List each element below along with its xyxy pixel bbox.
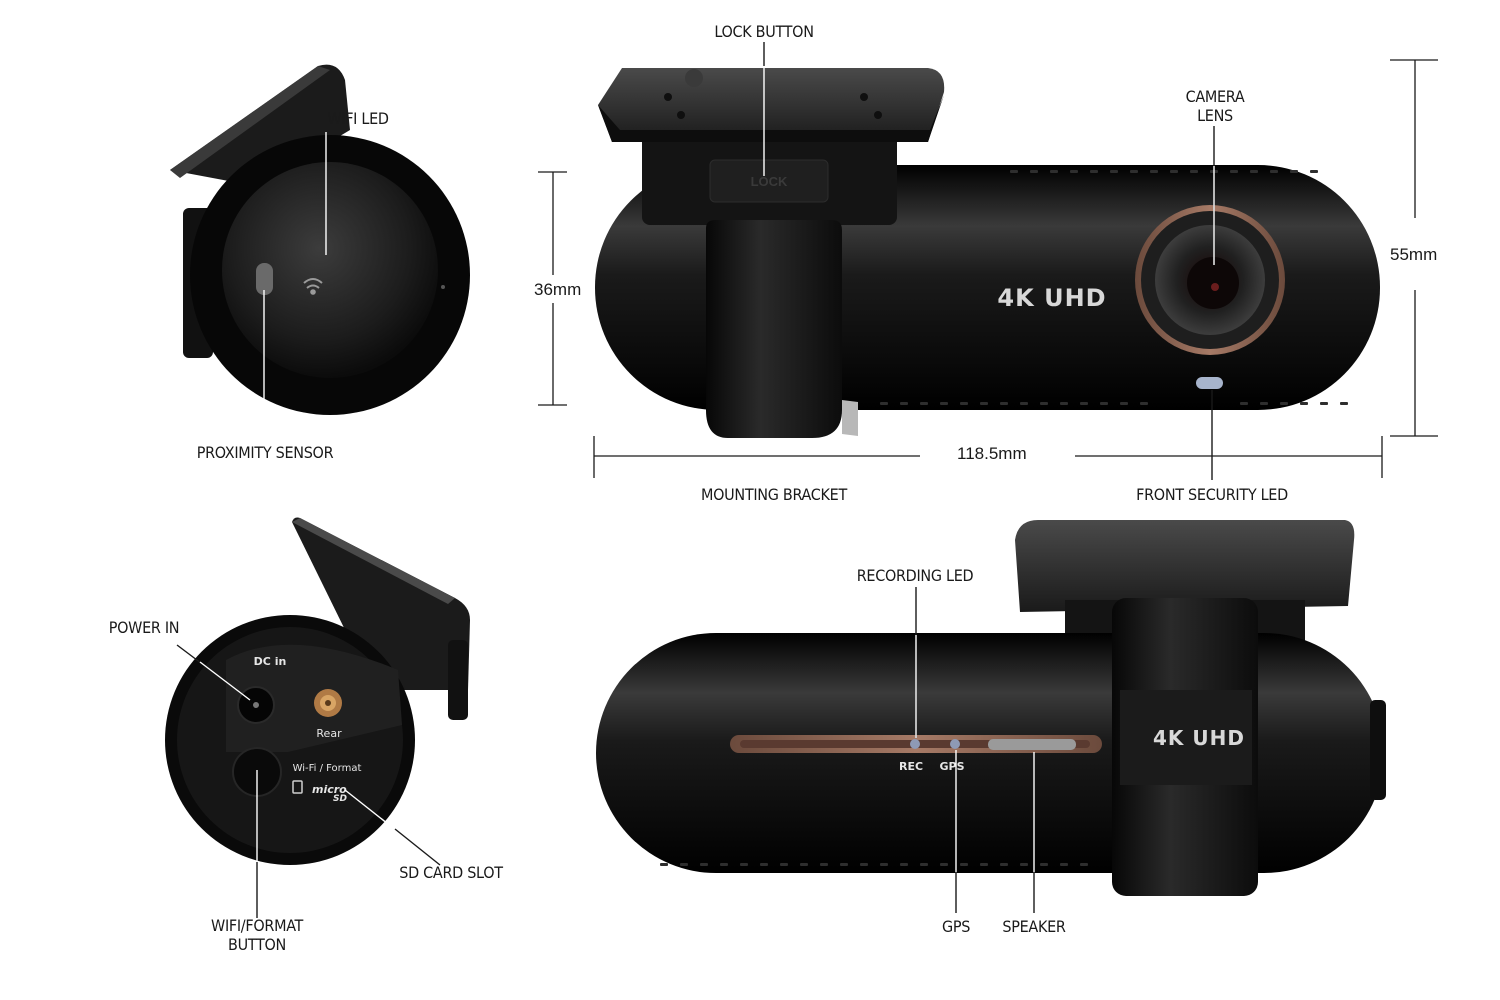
leader-power-in-light [199, 661, 251, 701]
gps-led [950, 739, 960, 749]
front-security-led [1196, 377, 1223, 389]
label-camera-lens-2: LENS [1197, 106, 1233, 125]
rear-mount-edge [292, 518, 455, 604]
rear-inner-panel [226, 644, 402, 752]
cylinder-side-view: 4K UHD REC GPS [596, 520, 1386, 913]
label-camera-lens-1: CAMERA [1185, 87, 1245, 106]
port-label-rear: Rear [316, 727, 342, 740]
vent-slots-top [1010, 170, 1318, 173]
dimension-36mm: 36mm [534, 280, 582, 299]
screw-dot [441, 285, 445, 289]
label-power-in: POWER IN [108, 618, 180, 637]
strap-metal-edge [842, 400, 858, 436]
label-proximity-sensor: PROXIMITY SENSOR [196, 443, 334, 462]
port-label-micro: micro [312, 783, 347, 796]
speaker-grille [988, 739, 1076, 750]
side-mount-plate [1015, 520, 1355, 612]
dimension-118mm: 118.5mm [957, 444, 1027, 463]
dim-36mm [538, 171, 567, 406]
round-view-bottom-left: DC in Rear Wi-Fi / Format micro SD [165, 517, 470, 918]
proximity-sensor-window [256, 263, 273, 295]
lock-button-text: LOCK [751, 174, 788, 189]
label-wifi-format-1: WIFI/FORMAT [211, 916, 303, 935]
leader-sd-slot-dark [394, 828, 441, 866]
side-vent-slots [660, 863, 1088, 866]
lens-highlight [1211, 283, 1219, 291]
label-mounting-bracket: MOUNTING BRACKET [701, 485, 847, 504]
dim-55mm [1390, 59, 1438, 437]
label-wifi-format-2: BUTTON [227, 935, 287, 954]
label-lock-button: LOCK BUTTON [714, 22, 814, 41]
badge-4k-uhd-top: 4K UHD [997, 284, 1106, 312]
rear-side-flap [448, 640, 468, 720]
rear-camera-port-pin [325, 700, 331, 706]
label-recording-led: RECORDING LED [856, 566, 974, 585]
badge-4k-uhd-side: 4K UHD [1153, 726, 1245, 750]
label-sd-card-slot: SD CARD SLOT [399, 863, 503, 882]
led-label-rec: REC [899, 760, 923, 773]
lens-glass [1187, 257, 1239, 309]
port-label-dc-in: DC in [254, 655, 287, 668]
sd-card-icon [292, 780, 303, 794]
mounting-bracket-strap [706, 220, 842, 438]
cylinder-front-view: LOCK 4K UHD [538, 42, 1438, 480]
dimension-55mm: 55mm [1390, 245, 1438, 264]
mount-plate [598, 68, 945, 142]
vent-slots-bottom [880, 402, 1348, 405]
led-label-gps: GPS [939, 760, 964, 773]
dim-118mm [593, 436, 1383, 478]
power-in-pin [253, 702, 259, 708]
label-gps: GPS [941, 917, 971, 936]
port-label-sd: SD [333, 794, 347, 804]
side-strap-band [1120, 690, 1252, 785]
rear-mount-wedge [292, 517, 470, 690]
label-speaker: SPEAKER [1002, 917, 1066, 936]
recording-led [910, 739, 920, 749]
round-view-top-left [170, 64, 470, 438]
round-face [222, 162, 438, 378]
label-front-security-led: FRONT SECURITY LED [1136, 485, 1288, 504]
mount-wedge-edge [170, 66, 330, 178]
lock-button [709, 159, 829, 203]
label-wifi-led: WIFI LED [327, 109, 389, 128]
wifi-icon [303, 278, 323, 295]
port-label-wifi-format: Wi-Fi / Format [293, 763, 362, 774]
mount-screws [664, 69, 882, 119]
side-end-cap [1370, 700, 1386, 800]
mount-plate-front [598, 95, 944, 142]
